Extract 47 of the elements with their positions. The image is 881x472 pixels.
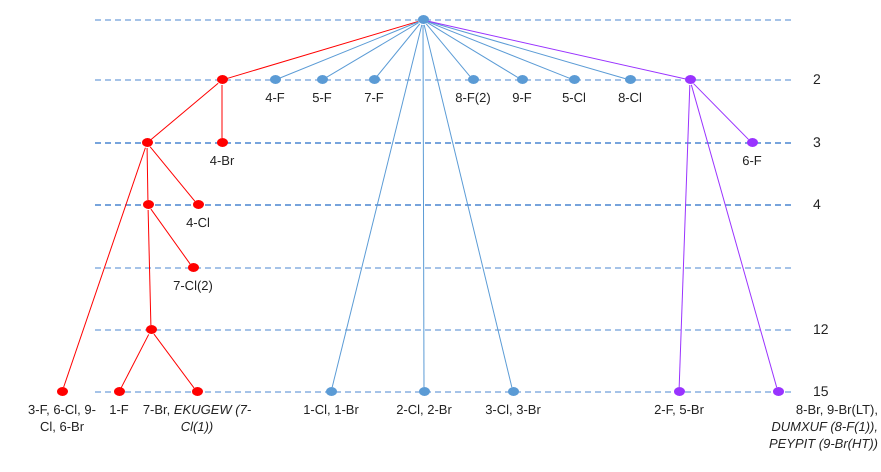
tree-branch-line: [326, 22, 420, 78]
tree-branch-line: [426, 23, 470, 77]
tree-branch-line: [426, 22, 518, 78]
substitution-label: 7-Br, EKUGEW (7-Cl(1)): [142, 401, 252, 435]
substitution-label: 5-Cl: [561, 89, 587, 106]
tree-branch-line: [148, 210, 152, 326]
tree-branch-line: [226, 20, 419, 80]
level-number: 4: [813, 196, 821, 212]
substitution-label: 3-Cl, 3-Br: [484, 401, 542, 418]
tree-branch-line: [422, 24, 424, 388]
level-number: 3: [813, 134, 821, 150]
substitution-label: 8-Cl: [617, 89, 643, 106]
tree-branch-line: [376, 23, 420, 77]
tree-branch-line: [279, 21, 419, 79]
substitution-label: 4-Cl: [185, 214, 211, 231]
level-number: 15: [813, 383, 829, 399]
tree-branch-line: [693, 83, 749, 140]
tree-branch-line: [424, 24, 512, 388]
substitution-label: 5-F: [311, 89, 333, 106]
substitution-label: 7-Cl(2): [172, 277, 214, 294]
substitution-label: 1-Cl, 1-Br: [302, 401, 360, 418]
tree-branch-line: [427, 21, 570, 79]
substitution-label: 4-F: [264, 89, 286, 106]
tree-branch-line: [150, 146, 196, 202]
substitution-label: 3-F, 6-Cl, 9-Cl, 6-Br: [27, 401, 97, 435]
tree-branch-line: [332, 24, 422, 388]
substitution-label: 2-Cl, 2-Br: [395, 401, 453, 418]
tree-branch-line: [120, 334, 150, 388]
tree-branch-line: [427, 20, 686, 80]
substitution-label: 9-F: [511, 89, 533, 106]
tree-branch-line: [150, 82, 219, 140]
tree-branch-line: [427, 20, 626, 80]
substitution-label: 1-F: [108, 401, 130, 418]
level-number: 12: [813, 321, 829, 337]
tree-branch-line: [146, 148, 148, 200]
substitution-label: 4-Br: [208, 152, 236, 169]
level-number: 2: [813, 71, 821, 87]
tree-branch-line: [63, 147, 146, 388]
tree-branch-line: [153, 334, 195, 388]
substitution-label: 7-F: [363, 89, 385, 106]
substitution-label: 2-F, 5-Br: [653, 401, 705, 418]
tree-branch-line: [678, 84, 690, 388]
tree-branch-line: [150, 208, 191, 264]
tree-branch-line: [690, 84, 778, 388]
substitution-label: 8-Br, 9-Br(LT), DUMXUF (8-F(1)), PEYPIT (9-Br(HT)): [768, 401, 878, 452]
substitution-label: 8-F(2): [454, 89, 492, 106]
substitution-label: 6-F: [741, 152, 763, 169]
